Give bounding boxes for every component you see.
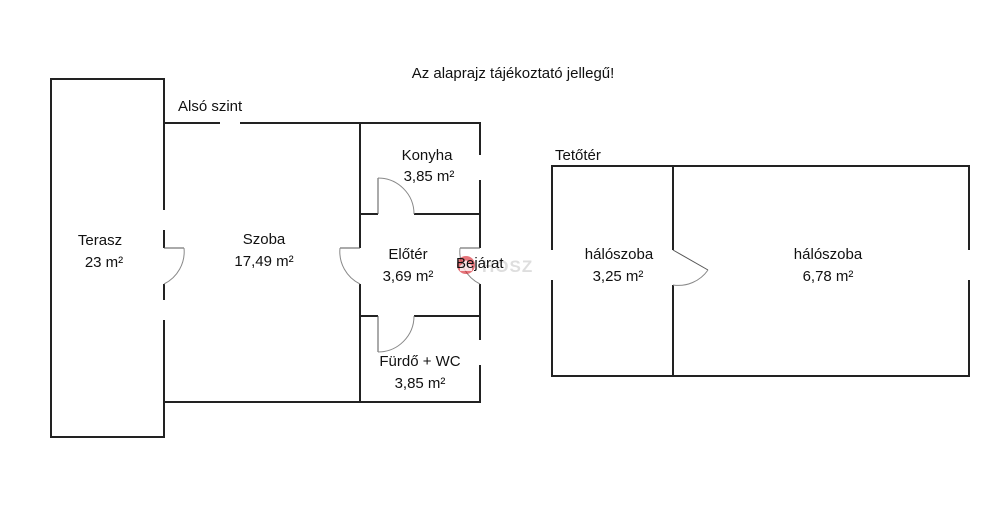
entrance-label: Bejárat <box>456 255 504 272</box>
disclaimer-note: Az alaprajz tájékoztató jellegű! <box>412 65 615 82</box>
door-terrace <box>163 247 185 285</box>
lower-level-label: Alsó szint <box>178 98 243 115</box>
logo-house-icon <box>460 260 472 271</box>
kitchen-area: 3,85 m² <box>404 168 455 185</box>
door-living-hall <box>339 247 361 285</box>
openings <box>161 120 972 365</box>
bathroom-area: 3,85 m² <box>395 375 446 392</box>
terrace-area: 23 m² <box>85 254 123 271</box>
door-attic <box>672 249 709 286</box>
hall-area: 3,69 m² <box>383 268 434 285</box>
kitchen-name: Konyha <box>402 147 454 164</box>
attic-label: Tetőtér <box>555 147 601 164</box>
door-kitchen <box>377 177 415 215</box>
door-swings <box>163 177 709 353</box>
living-room-area: 17,49 m² <box>234 253 293 270</box>
bedroom-small-area: 3,25 m² <box>593 268 644 285</box>
bedroom-large-name: hálószoba <box>794 246 863 263</box>
watermark-logo: HOSZ <box>457 256 533 276</box>
hall-name: Előtér <box>388 246 427 263</box>
terrace-name: Terasz <box>78 232 122 249</box>
bedroom-small-name: hálószoba <box>585 246 654 263</box>
living-room-name: Szoba <box>243 231 286 248</box>
watermark-text: HOSZ <box>482 257 533 276</box>
bathroom-name: Fürdő + WC <box>379 353 460 370</box>
door-bathroom <box>377 315 415 353</box>
bedroom-large-area: 6,78 m² <box>803 268 854 285</box>
